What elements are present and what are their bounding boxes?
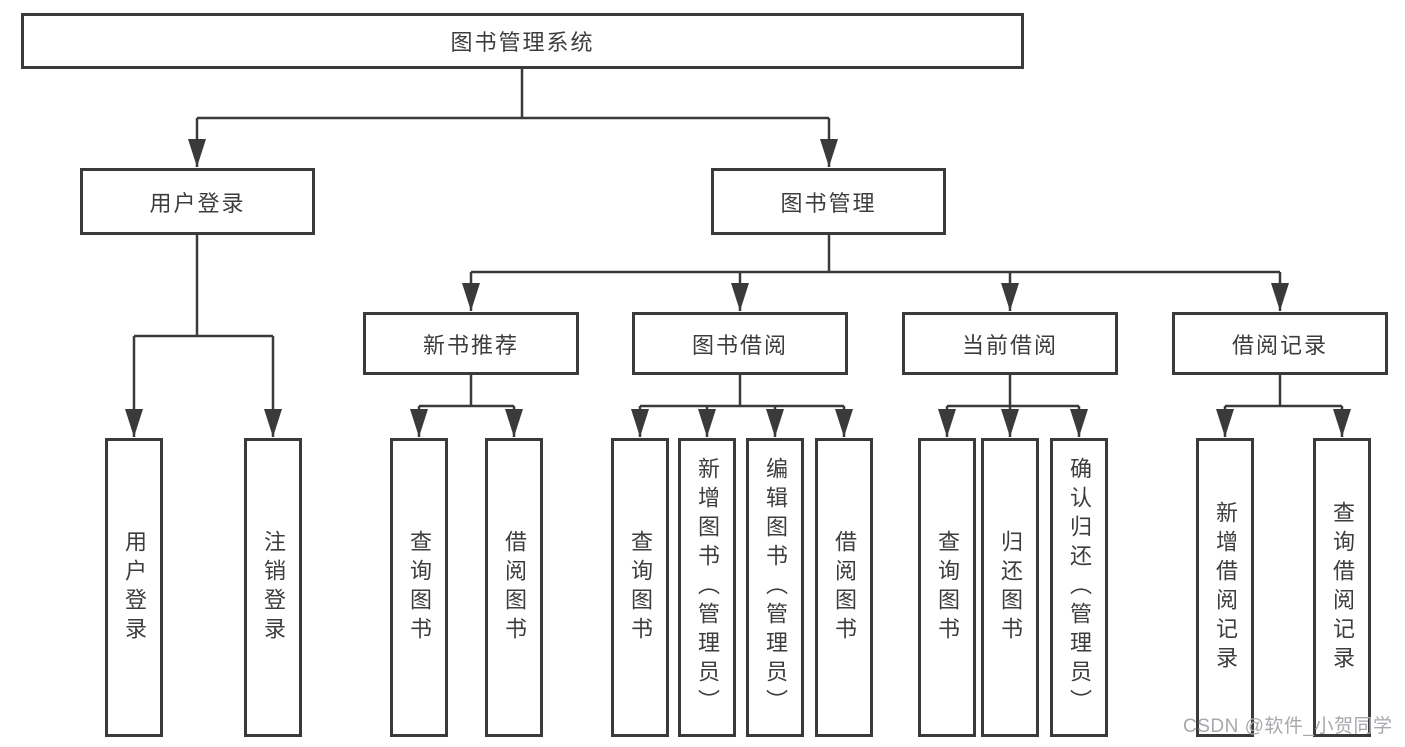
node-label: 图书管理	[780, 190, 877, 216]
leaf-label: 注销登录	[261, 529, 286, 646]
leaf-label: 确认归还（管理员）	[1067, 457, 1092, 718]
node-borrow-records: 借阅记录	[1172, 312, 1388, 375]
leaf-query-books-current: 查询图书	[918, 438, 976, 737]
leaf-label: 借阅图书	[502, 529, 527, 646]
leaf-confirm-return-admin: 确认归还（管理员）	[1050, 438, 1108, 737]
leaf-add-borrow-record: 新增借阅记录	[1196, 438, 1254, 737]
leaf-label: 查询借阅记录	[1330, 500, 1355, 675]
node-label: 用户登录	[149, 190, 246, 216]
leaf-return-books: 归还图书	[981, 438, 1039, 737]
leaf-logout: 注销登录	[244, 438, 302, 737]
node-label: 图书借阅	[691, 332, 788, 358]
leaf-label: 编辑图书（管理员）	[763, 457, 788, 718]
node-book-borrow: 图书借阅	[632, 312, 848, 375]
leaf-label: 新增借阅记录	[1213, 500, 1238, 675]
connector-lines	[125, 69, 1351, 437]
node-label: 当前借阅	[961, 332, 1058, 358]
node-book-management: 图书管理	[711, 168, 946, 235]
node-label: 新书推荐	[422, 332, 519, 358]
node-user-login: 用户登录	[80, 168, 315, 235]
leaf-query-books-newbooks: 查询图书	[390, 438, 448, 737]
leaf-query-books-borrow: 查询图书	[611, 438, 669, 737]
leaf-label: 新增图书（管理员）	[695, 457, 720, 718]
node-root-library-system: 图书管理系统	[21, 13, 1024, 69]
leaf-label: 查询图书	[628, 529, 653, 646]
leaf-label: 借阅图书	[832, 529, 857, 646]
leaf-label: 查询图书	[407, 529, 432, 646]
leaf-borrow-books-newbooks: 借阅图书	[485, 438, 543, 737]
leaf-add-books-admin: 新增图书（管理员）	[678, 438, 736, 737]
leaf-query-borrow-record: 查询借阅记录	[1313, 438, 1371, 737]
leaf-label: 用户登录	[122, 529, 147, 646]
node-new-book-recommend: 新书推荐	[363, 312, 579, 375]
csdn-watermark: CSDN @软件_小贺同学	[1183, 716, 1393, 737]
node-current-borrow: 当前借阅	[902, 312, 1118, 375]
leaf-borrow-books: 借阅图书	[815, 438, 873, 737]
leaf-edit-books-admin: 编辑图书（管理员）	[746, 438, 804, 737]
node-label: 图书管理系统	[450, 30, 595, 55]
leaf-label: 归还图书	[998, 529, 1023, 646]
node-label: 借阅记录	[1231, 332, 1328, 358]
leaf-user-login: 用户登录	[105, 438, 163, 737]
leaf-label: 查询图书	[935, 529, 960, 646]
